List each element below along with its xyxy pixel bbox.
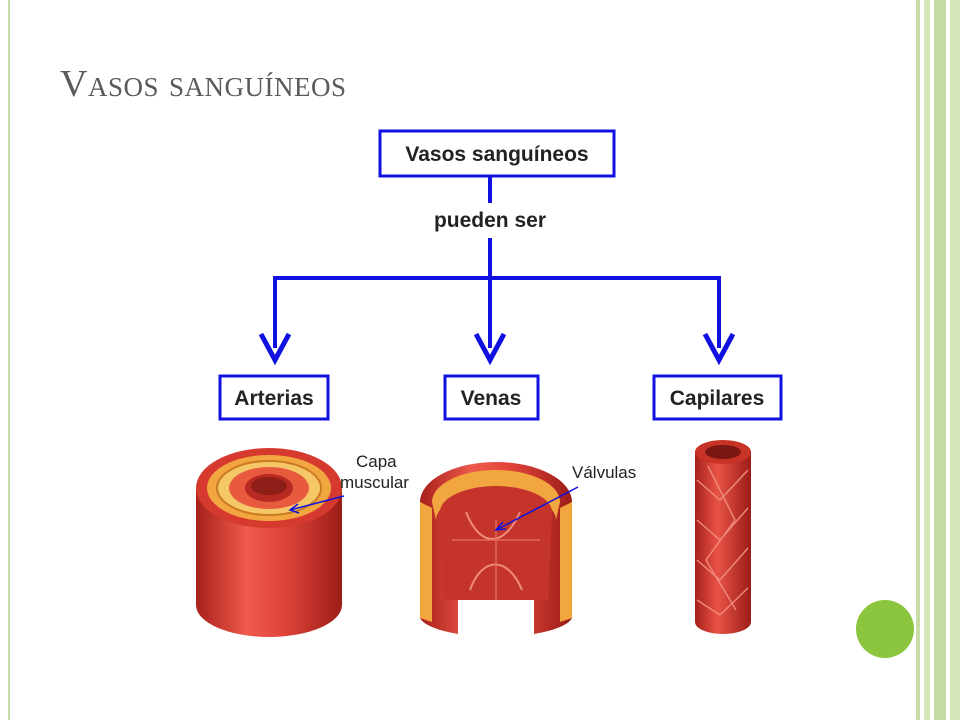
connector-label: pueden ser: [434, 209, 546, 232]
node-capilares-label: Capilares: [670, 387, 765, 410]
annotation-vein-pointer: [495, 486, 579, 531]
green-decorative-circle: [856, 600, 914, 658]
left-border-rule: [8, 0, 10, 720]
arrow-to-arterias: [258, 278, 292, 366]
node-capilares: Capilares: [652, 374, 783, 421]
node-venas-label: Venas: [461, 387, 522, 410]
vein-illustration: [420, 462, 572, 634]
annotation-valvulas: Válvulas: [572, 463, 636, 482]
artery-illustration: [196, 448, 342, 637]
right-decorative-stripes: [916, 0, 960, 720]
arrow-to-capilares: [702, 278, 736, 366]
root-node-label: Vasos sanguíneos: [405, 143, 588, 166]
node-venas: Venas: [443, 374, 540, 421]
root-node: Vasos sanguíneos: [378, 129, 616, 178]
node-arterias: Arterias: [218, 374, 330, 421]
capillary-illustration: [695, 440, 751, 634]
annotation-capa: Capa: [356, 452, 397, 471]
node-arterias-label: Arterias: [234, 387, 313, 410]
slide-title: Vasos sanguíneos: [60, 63, 347, 105]
annotation-muscular: muscular: [340, 473, 409, 492]
arrow-to-venas: [473, 278, 507, 366]
annotation-artery-pointer: [289, 495, 345, 511]
